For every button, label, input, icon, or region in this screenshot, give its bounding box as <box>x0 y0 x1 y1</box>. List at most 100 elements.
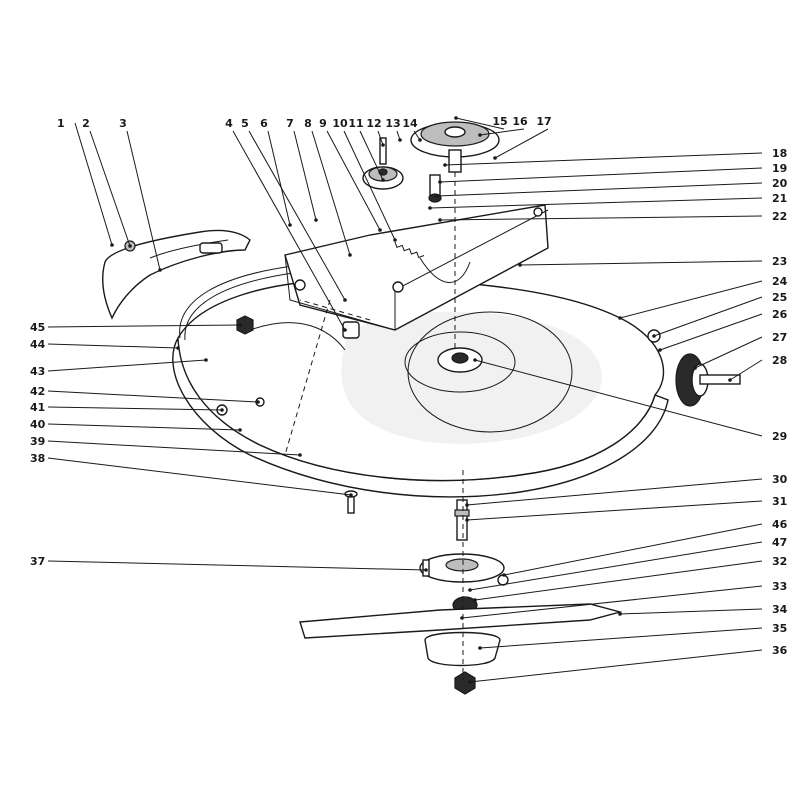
callout-label-47: 47 <box>772 536 787 549</box>
leader-line-43 <box>47 359 207 372</box>
leader-dot-44 <box>176 346 180 350</box>
callout-label-6: 6 <box>260 117 268 130</box>
callout-label-30: 30 <box>772 473 788 486</box>
leader-dot-43 <box>204 358 208 362</box>
leader-dot-42 <box>256 400 260 404</box>
leader-line-30 <box>466 478 763 506</box>
leader-line-25 <box>653 296 763 337</box>
callout-label-21: 21 <box>772 192 787 205</box>
leader-dot-38 <box>349 493 353 497</box>
leader-dot-4 <box>343 328 347 332</box>
leader-dot-29 <box>473 358 477 362</box>
callout-label-41: 41 <box>30 401 45 414</box>
callout-label-8: 8 <box>304 117 312 130</box>
leader-dot-30 <box>465 503 469 507</box>
leader-line-22 <box>439 215 763 221</box>
leader-dot-14 <box>418 138 422 142</box>
callout-label-33: 33 <box>772 580 787 593</box>
drive-pulley <box>410 121 500 173</box>
leader-dot-18 <box>443 163 447 167</box>
leader-line-28 <box>729 359 763 381</box>
callout-label-20: 20 <box>772 177 788 190</box>
hardware <box>216 315 661 586</box>
belt-guard <box>102 229 251 320</box>
callout-label-44: 44 <box>30 338 46 351</box>
leader-line-41 <box>47 406 223 411</box>
leader-line-6 <box>267 130 291 226</box>
leader-dot-2 <box>128 244 132 248</box>
callout-label-1: 1 <box>57 117 65 130</box>
callout-label-28: 28 <box>772 354 787 367</box>
leader-dot-22 <box>438 218 442 222</box>
mounting-bracket <box>284 204 549 331</box>
callout-label-34: 34 <box>772 603 788 616</box>
leader-line-4 <box>232 130 346 331</box>
leader-line-23 <box>519 260 763 266</box>
leader-dot-36 <box>468 680 472 684</box>
callout-label-23: 23 <box>772 255 787 268</box>
callout-label-11: 11 <box>348 117 363 130</box>
assembly-lines <box>284 172 464 680</box>
callout-label-45: 45 <box>30 321 45 334</box>
leader-dot-47 <box>468 588 472 592</box>
leader-dot-27 <box>693 366 697 370</box>
callout-label-13: 13 <box>385 117 400 130</box>
leader-line-3 <box>126 130 161 271</box>
leader-line-18 <box>444 152 763 166</box>
callout-label-37: 37 <box>30 555 45 568</box>
callout-label-14: 14 <box>402 117 418 130</box>
callout-label-4: 4 <box>225 117 233 130</box>
leader-line-47 <box>469 541 763 591</box>
leader-dot-46 <box>502 573 506 577</box>
leader-dot-32 <box>473 598 477 602</box>
blade-assembly <box>299 499 623 695</box>
leader-line-35 <box>479 627 763 649</box>
leader-line-5 <box>248 130 346 301</box>
leader-dot-25 <box>652 334 656 338</box>
leader-line-10 <box>343 130 396 241</box>
leader-line-40 <box>47 423 241 431</box>
leader-dot-31 <box>465 518 469 522</box>
leader-line-1 <box>74 122 113 246</box>
idler-pulley <box>362 137 404 190</box>
leader-line-21 <box>429 197 763 209</box>
leader-line-2 <box>89 130 131 247</box>
leader-line-26 <box>659 313 763 351</box>
leader-dot-33 <box>460 616 464 620</box>
leader-line-9 <box>326 130 381 231</box>
leader-dot-8 <box>348 253 352 257</box>
leader-line-46 <box>503 523 763 576</box>
leader-line-16 <box>479 128 525 136</box>
mower-deck <box>172 279 669 498</box>
callout-label-43: 43 <box>30 365 45 378</box>
callout-label-26: 26 <box>772 308 788 321</box>
leader-line-14 <box>413 130 421 141</box>
leader-line-15 <box>455 117 505 130</box>
leader-line-8 <box>311 130 351 256</box>
callout-label-42: 42 <box>30 385 45 398</box>
leader-line-31 <box>466 500 763 521</box>
callout-label-27: 27 <box>772 331 787 344</box>
callout-label-17: 17 <box>536 115 551 128</box>
leader-line-33 <box>461 585 763 619</box>
callout-label-35: 35 <box>772 622 787 635</box>
pivot-bolt <box>428 174 442 203</box>
leader-dot-45 <box>238 323 242 327</box>
leader-line-11 <box>359 130 384 181</box>
leader-dot-37 <box>424 568 428 572</box>
leader-dot-40 <box>238 428 242 432</box>
leader-line-12 <box>377 130 384 146</box>
callout-label-32: 32 <box>772 555 787 568</box>
callout-label-12: 12 <box>366 117 381 130</box>
leader-line-36 <box>469 649 763 683</box>
leader-dot-26 <box>658 348 662 352</box>
leader-dot-19 <box>438 180 442 184</box>
callout-label-7: 7 <box>286 117 294 130</box>
callout-label-25: 25 <box>772 291 787 304</box>
leader-dot-6 <box>288 223 292 227</box>
leader-dot-39 <box>298 453 302 457</box>
callout-label-19: 19 <box>772 162 787 175</box>
leader-line-19 <box>439 167 763 183</box>
leader-dot-3 <box>158 268 162 272</box>
